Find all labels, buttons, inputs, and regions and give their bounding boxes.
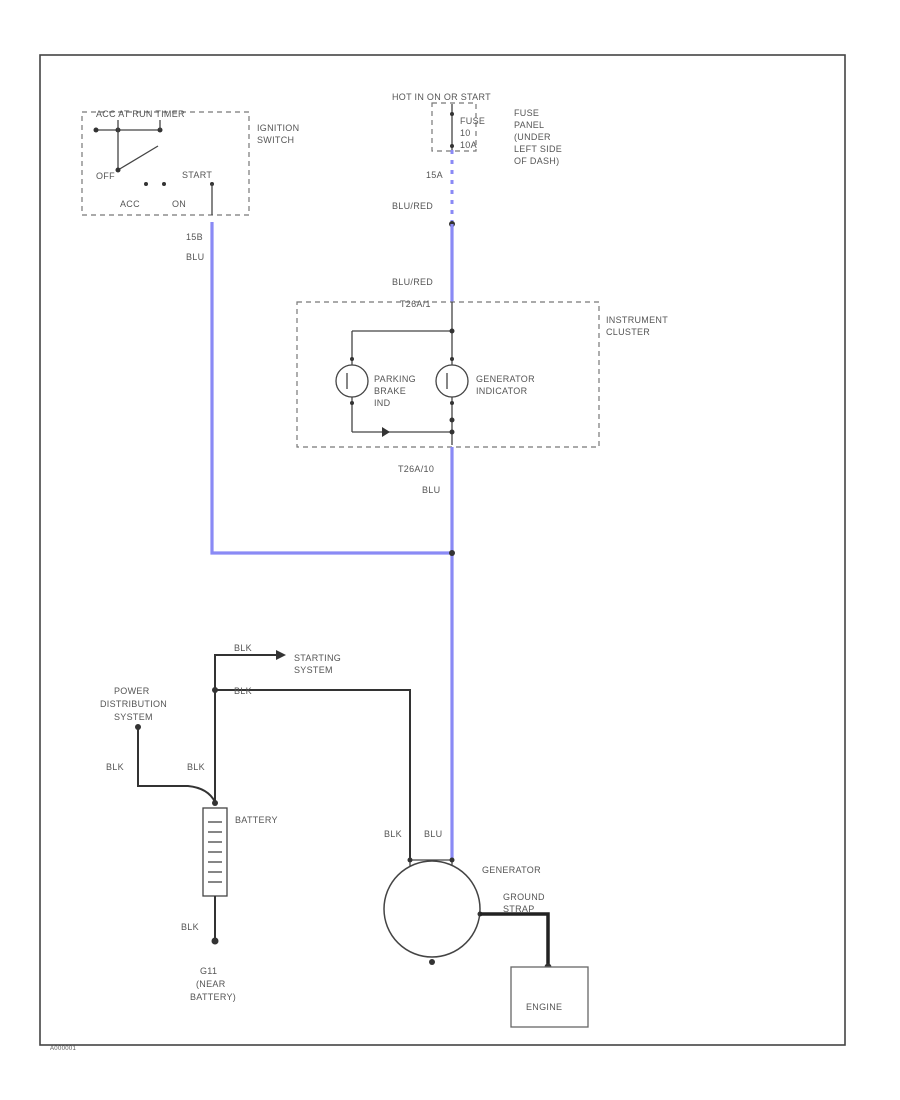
wire-to-starting-system <box>214 654 276 690</box>
generator-term-d-color: BLU <box>424 829 442 839</box>
starting-wire-color: BLK <box>234 643 252 653</box>
battery-ground-point-icon <box>211 937 219 945</box>
engine: ENGINE <box>510 966 589 1028</box>
fuse-amps: 10A <box>460 140 477 150</box>
cluster-connector-out: T26A/10 <box>398 464 434 474</box>
ignition-pos-start: START <box>182 170 212 180</box>
starting-system-arrow <box>276 650 286 660</box>
splice-ignition-join <box>449 550 455 556</box>
fuse-desc-4: LEFT SIDE <box>514 144 562 154</box>
generator-indicator-label-1: GENERATOR <box>476 374 535 384</box>
generator-lamp-top <box>450 357 454 361</box>
diode-arrow <box>382 427 390 437</box>
engine-box <box>510 966 589 1028</box>
power-distribution-label-1: POWER <box>114 686 150 696</box>
ignition-wire-color: BLU <box>186 252 204 262</box>
parking-brake-label-1: PARKING <box>374 374 416 384</box>
battery-wire-color-bottom: BLK <box>181 922 199 932</box>
generator-indicator-lamp-icon <box>435 364 469 398</box>
parking-brake-lamp-icon <box>335 364 369 398</box>
ground-strap-label-2: STRAP <box>503 904 535 914</box>
ground-label-2: (NEAR <box>196 979 226 989</box>
ignition-pos-acc: ACC <box>120 199 140 209</box>
ground-label-3: BATTERY) <box>190 992 236 1002</box>
ignition-contact-acc <box>144 182 148 186</box>
fuse-hot-label: HOT IN ON OR START <box>392 92 491 102</box>
fuse-circuit: 15A <box>426 170 443 180</box>
battery-label: BATTERY <box>235 815 278 825</box>
generator-lamp-bottom <box>450 401 454 405</box>
ignition-lever-pivot <box>115 167 121 173</box>
parking-brake-lamp-top <box>350 357 354 361</box>
fuse-desc-1: FUSE <box>514 108 539 118</box>
wire-power-distribution <box>137 727 216 803</box>
corner-code: A000001 <box>50 1046 76 1052</box>
ground-strap-wire <box>480 912 550 967</box>
cluster-name-1: INSTRUMENT <box>606 315 668 325</box>
ignition-switch-lever <box>117 145 159 171</box>
wire-battery-to-generator <box>215 689 411 860</box>
cluster-connector-in: T26A/1 <box>400 299 431 309</box>
parking-brake-lamp-bottom <box>350 401 354 405</box>
wire-blu-ignition-feed <box>210 222 452 555</box>
generator-terminal-bracket <box>409 859 453 868</box>
ignition-wire-id: 15B <box>186 232 203 242</box>
ignition-pos-off: OFF <box>96 171 115 181</box>
generator-icon <box>383 860 481 958</box>
cluster-node-1 <box>449 328 455 334</box>
cluster-node-2 <box>449 417 455 423</box>
generator-term-b-color: BLK <box>384 829 402 839</box>
generator-term-b <box>407 857 413 863</box>
battery-wire-color-top: BLK <box>187 762 205 772</box>
generator-indicator-label-2: INDICATOR <box>476 386 528 396</box>
ignition-switch: ACC AT RUN TIMER IGNITION SWITCH OFF STA… <box>81 109 299 262</box>
fuse-number: 10 <box>460 128 471 138</box>
diagram-frame <box>39 54 846 1046</box>
instrument-cluster: BLU/RED T26A/1 INSTRUMENT CLUSTER PARKIN… <box>296 277 668 495</box>
starting-system-label-1: STARTING <box>294 653 341 663</box>
fuse-desc-5: OF DASH) <box>514 156 559 166</box>
fuse-desc-3: (UNDER <box>514 132 551 142</box>
fuse-bottom-contact <box>450 144 454 148</box>
cluster-node-3 <box>449 429 455 435</box>
generator-case-ground <box>429 959 435 965</box>
ignition-switch-name-2: SWITCH <box>257 135 294 145</box>
ignition-contact-on <box>162 182 166 186</box>
cluster-wire-color-in: BLU/RED <box>392 277 433 287</box>
fuse-panel: HOT IN ON OR START FUSE 10 10A FUSE PANE… <box>392 92 562 211</box>
cluster-wire-color-out: BLU <box>422 485 440 495</box>
power-distribution: POWER DISTRIBUTION SYSTEM BLK <box>100 686 216 803</box>
starting-system: BLK STARTING SYSTEM BLK <box>212 643 411 860</box>
ground-strap-label-1: GROUND <box>503 892 545 902</box>
battery: BLK BATTERY BLK G11 (NEAR BATTERY) <box>181 690 278 1002</box>
ignition-switch-box <box>81 111 250 216</box>
battery-positive-terminal <box>212 800 218 806</box>
generator-feed-color: BLK <box>234 686 252 696</box>
power-distribution-label-2: DISTRIBUTION <box>100 699 167 709</box>
fuse-top-contact <box>450 112 454 116</box>
fuse-desc-2: PANEL <box>514 120 544 130</box>
parking-brake-label-3: IND <box>374 398 391 408</box>
parking-brake-label-2: BRAKE <box>374 386 406 396</box>
power-distribution-label-3: SYSTEM <box>114 712 153 722</box>
fuse-panel-box <box>431 102 477 152</box>
fuse-wire-color: BLU/RED <box>392 201 433 211</box>
ignition-contact-1 <box>93 127 99 133</box>
power-distribution-wire-color: BLK <box>106 762 124 772</box>
engine-label: ENGINE <box>526 1002 562 1012</box>
fuse-label: FUSE <box>460 116 485 126</box>
generator-label: GENERATOR <box>482 865 541 875</box>
ignition-pos-on: ON <box>172 199 186 209</box>
cluster-name-2: CLUSTER <box>606 327 650 337</box>
ignition-switch-name-1: IGNITION <box>257 123 299 133</box>
ground-label-1: G11 <box>200 966 217 976</box>
ignition-switch-top-label: ACC AT RUN TIMER <box>96 109 185 119</box>
starting-system-label-2: SYSTEM <box>294 665 333 675</box>
generator: BLK BLU GENERATOR GROUND STRAP <box>383 829 552 971</box>
generator-term-d <box>449 857 455 863</box>
instrument-cluster-box <box>296 301 600 448</box>
